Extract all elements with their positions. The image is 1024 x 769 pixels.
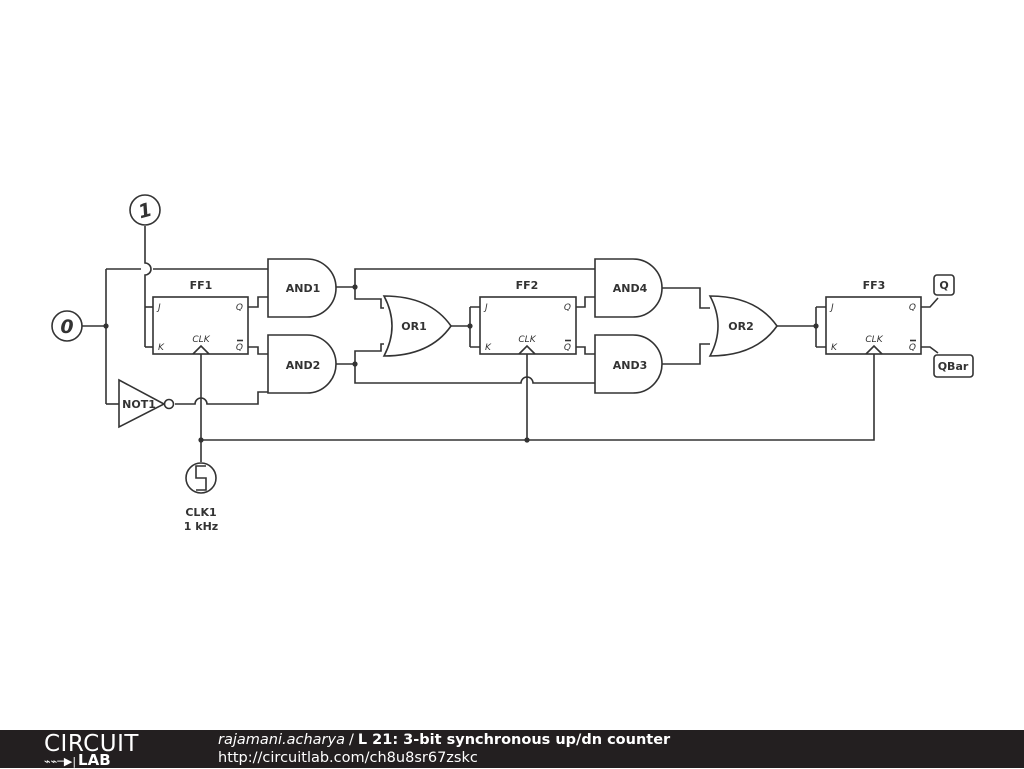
logo-top-text: CIRCUIT [44,731,139,757]
source-high[interactable]: 1 [129,194,161,226]
author-link[interactable]: rajamani.acharya [218,732,345,748]
or2-label: OR2 [728,320,753,333]
wires [82,226,939,462]
ff3-label: FF3 [863,279,886,292]
ff2-clk-pin: CLK [518,335,536,345]
ff2-label: FF2 [516,279,539,292]
output-qbar-label: QBar [938,360,969,373]
resistor-diode-icon: ⌁⌁─▶| [44,755,77,768]
circuit-info-line: rajamani.acharya/L 21: 3-bit synchronous… [218,731,670,749]
flipflop-ff1[interactable]: FF1 J K Q Q CLK [152,279,249,355]
circuit-schematic: 0 1 CLK1 1 kHz NOT1 FF1 J K Q Q CLK FF2 … [51,194,974,533]
ff3-clk-pin: CLK [865,335,883,345]
or2-gate[interactable]: OR2 [708,295,778,357]
flipflop-ff2[interactable]: FF2 J K Q Q CLK [479,279,577,355]
ff1-clk-pin: CLK [192,335,210,345]
source-low-label: 0 [60,316,73,338]
or1-label: OR1 [401,320,426,333]
ff3-k-pin: K [831,343,838,353]
circuitlab-logo[interactable]: CIRCUIT ⌁⌁─▶|LAB [44,731,174,769]
ff1-k-pin: K [158,343,165,353]
and3-label: AND3 [613,359,648,372]
output-q-label: Q [939,279,948,292]
and2-gate[interactable]: AND2 [267,334,337,394]
not1-label: NOT1 [122,398,156,411]
ff2-qbar-pin: Q [564,343,571,353]
separator: / [348,732,354,748]
clk1-frequency: 1 kHz [184,520,218,533]
circuit-info: rajamani.acharya/L 21: 3-bit synchronous… [218,731,670,767]
ff3-j-pin: J [829,303,834,313]
flipflop-ff3[interactable]: FF3 J K Q Q CLK [825,279,922,355]
circuit-title: L 21: 3-bit synchronous up/dn counter [357,732,671,748]
ff1-q-pin: Q [236,303,243,313]
ff2-k-pin: K [485,343,492,353]
clock-source[interactable]: CLK1 1 kHz [184,462,218,533]
square-wave-icon [195,465,207,491]
and1-label: AND1 [286,282,321,295]
ff1-j-pin: J [156,303,161,313]
ff1-qbar-pin: Q [236,343,243,353]
source-low[interactable]: 0 [51,310,83,342]
footer-bar: CIRCUIT ⌁⌁─▶|LAB rajamani.acharya/L 21: … [0,730,1024,768]
ff3-q-pin: Q [909,303,916,313]
ff3-qbar-pin: Q [909,343,916,353]
and2-label: AND2 [286,359,321,372]
and3-gate[interactable]: AND3 [594,334,663,394]
ff2-j-pin: J [483,303,488,313]
ff1-label: FF1 [190,279,213,292]
ff2-q-pin: Q [564,303,571,313]
junction-dots [103,284,819,443]
clk1-label: CLK1 [185,506,216,519]
logo-bottom: ⌁⌁─▶|LAB [44,753,111,769]
and4-label: AND4 [613,282,648,295]
not1-gate[interactable]: NOT1 [118,378,175,429]
source-high-label: 1 [136,199,154,224]
circuit-url[interactable]: http://circuitlab.com/ch8u8sr67zskc [218,750,478,766]
output-qbar[interactable]: QBar [933,354,974,378]
or1-gate[interactable]: OR1 [382,295,452,357]
output-q[interactable]: Q [933,274,955,296]
and1-gate[interactable]: AND1 [267,258,337,318]
logo-bottom-text: LAB [78,751,111,769]
and4-gate[interactable]: AND4 [594,258,663,318]
